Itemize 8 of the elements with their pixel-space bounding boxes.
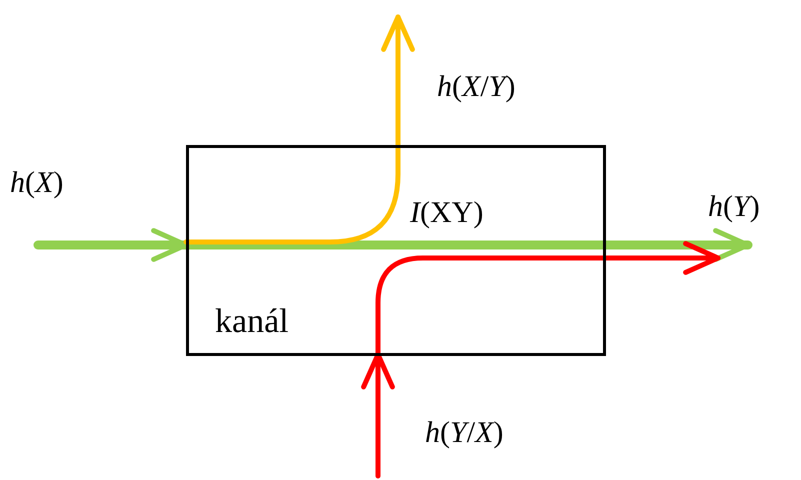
- entropy-label: h(Y): [708, 192, 760, 222]
- entropy-label: h(X/Y): [437, 72, 516, 102]
- channel-label: kanál: [215, 303, 289, 340]
- entropy-label: h(X): [10, 168, 64, 198]
- channel-box: [186, 145, 606, 356]
- arrow: [184, 14, 415, 244]
- entropy-label: h(Y/X): [425, 418, 504, 448]
- mutual-information-label: I(XY): [410, 198, 484, 228]
